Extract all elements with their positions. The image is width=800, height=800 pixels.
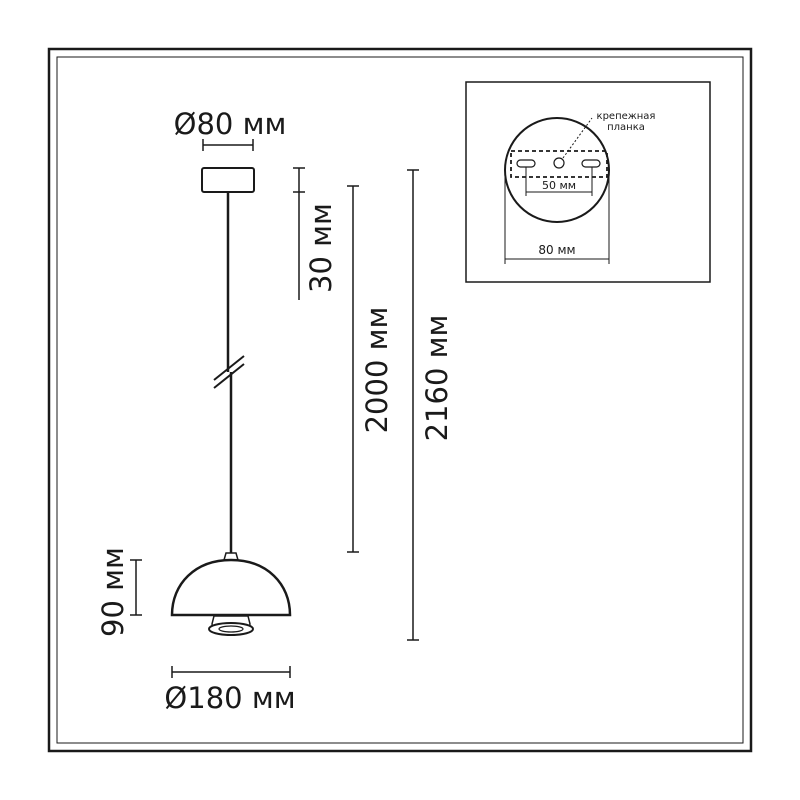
plate-circle [504, 117, 610, 223]
mounting-plate-inset: крепежная планка 50 мм 80 мм [465, 81, 711, 283]
plate-diameter-label: 80 мм [538, 243, 575, 257]
canopy-height-label: 30 мм [304, 203, 338, 293]
diffuser-ring [208, 622, 254, 636]
bracket-label-line1: крепежная [597, 111, 656, 122]
shade-height-label: 90 мм [96, 547, 130, 637]
canopy [201, 167, 255, 193]
bracket-slot-right [581, 159, 601, 168]
bracket-outline [510, 150, 608, 178]
cord-break-mark-1 [213, 355, 245, 381]
total-height-label: 2160 мм [420, 315, 454, 442]
inner-frame [56, 56, 744, 744]
cord-break-mark-2 [213, 363, 245, 389]
hole-spacing-label: 50 мм [542, 179, 576, 192]
cord-length-label: 2000 мм [360, 307, 394, 434]
dimension-lines [130, 139, 419, 678]
bracket-label-line2: планка [607, 122, 645, 133]
shade [170, 558, 292, 617]
canopy-diameter-label: Ø80 мм [174, 107, 287, 141]
bracket-center-hole [553, 157, 565, 169]
bracket-slot-left [516, 159, 536, 168]
diffuser-inner [218, 625, 244, 633]
lamp-drawing [170, 167, 292, 636]
shade-diameter-label: Ø180 мм [164, 681, 295, 715]
outer-frame [47, 47, 753, 753]
bracket-leader [562, 117, 593, 159]
